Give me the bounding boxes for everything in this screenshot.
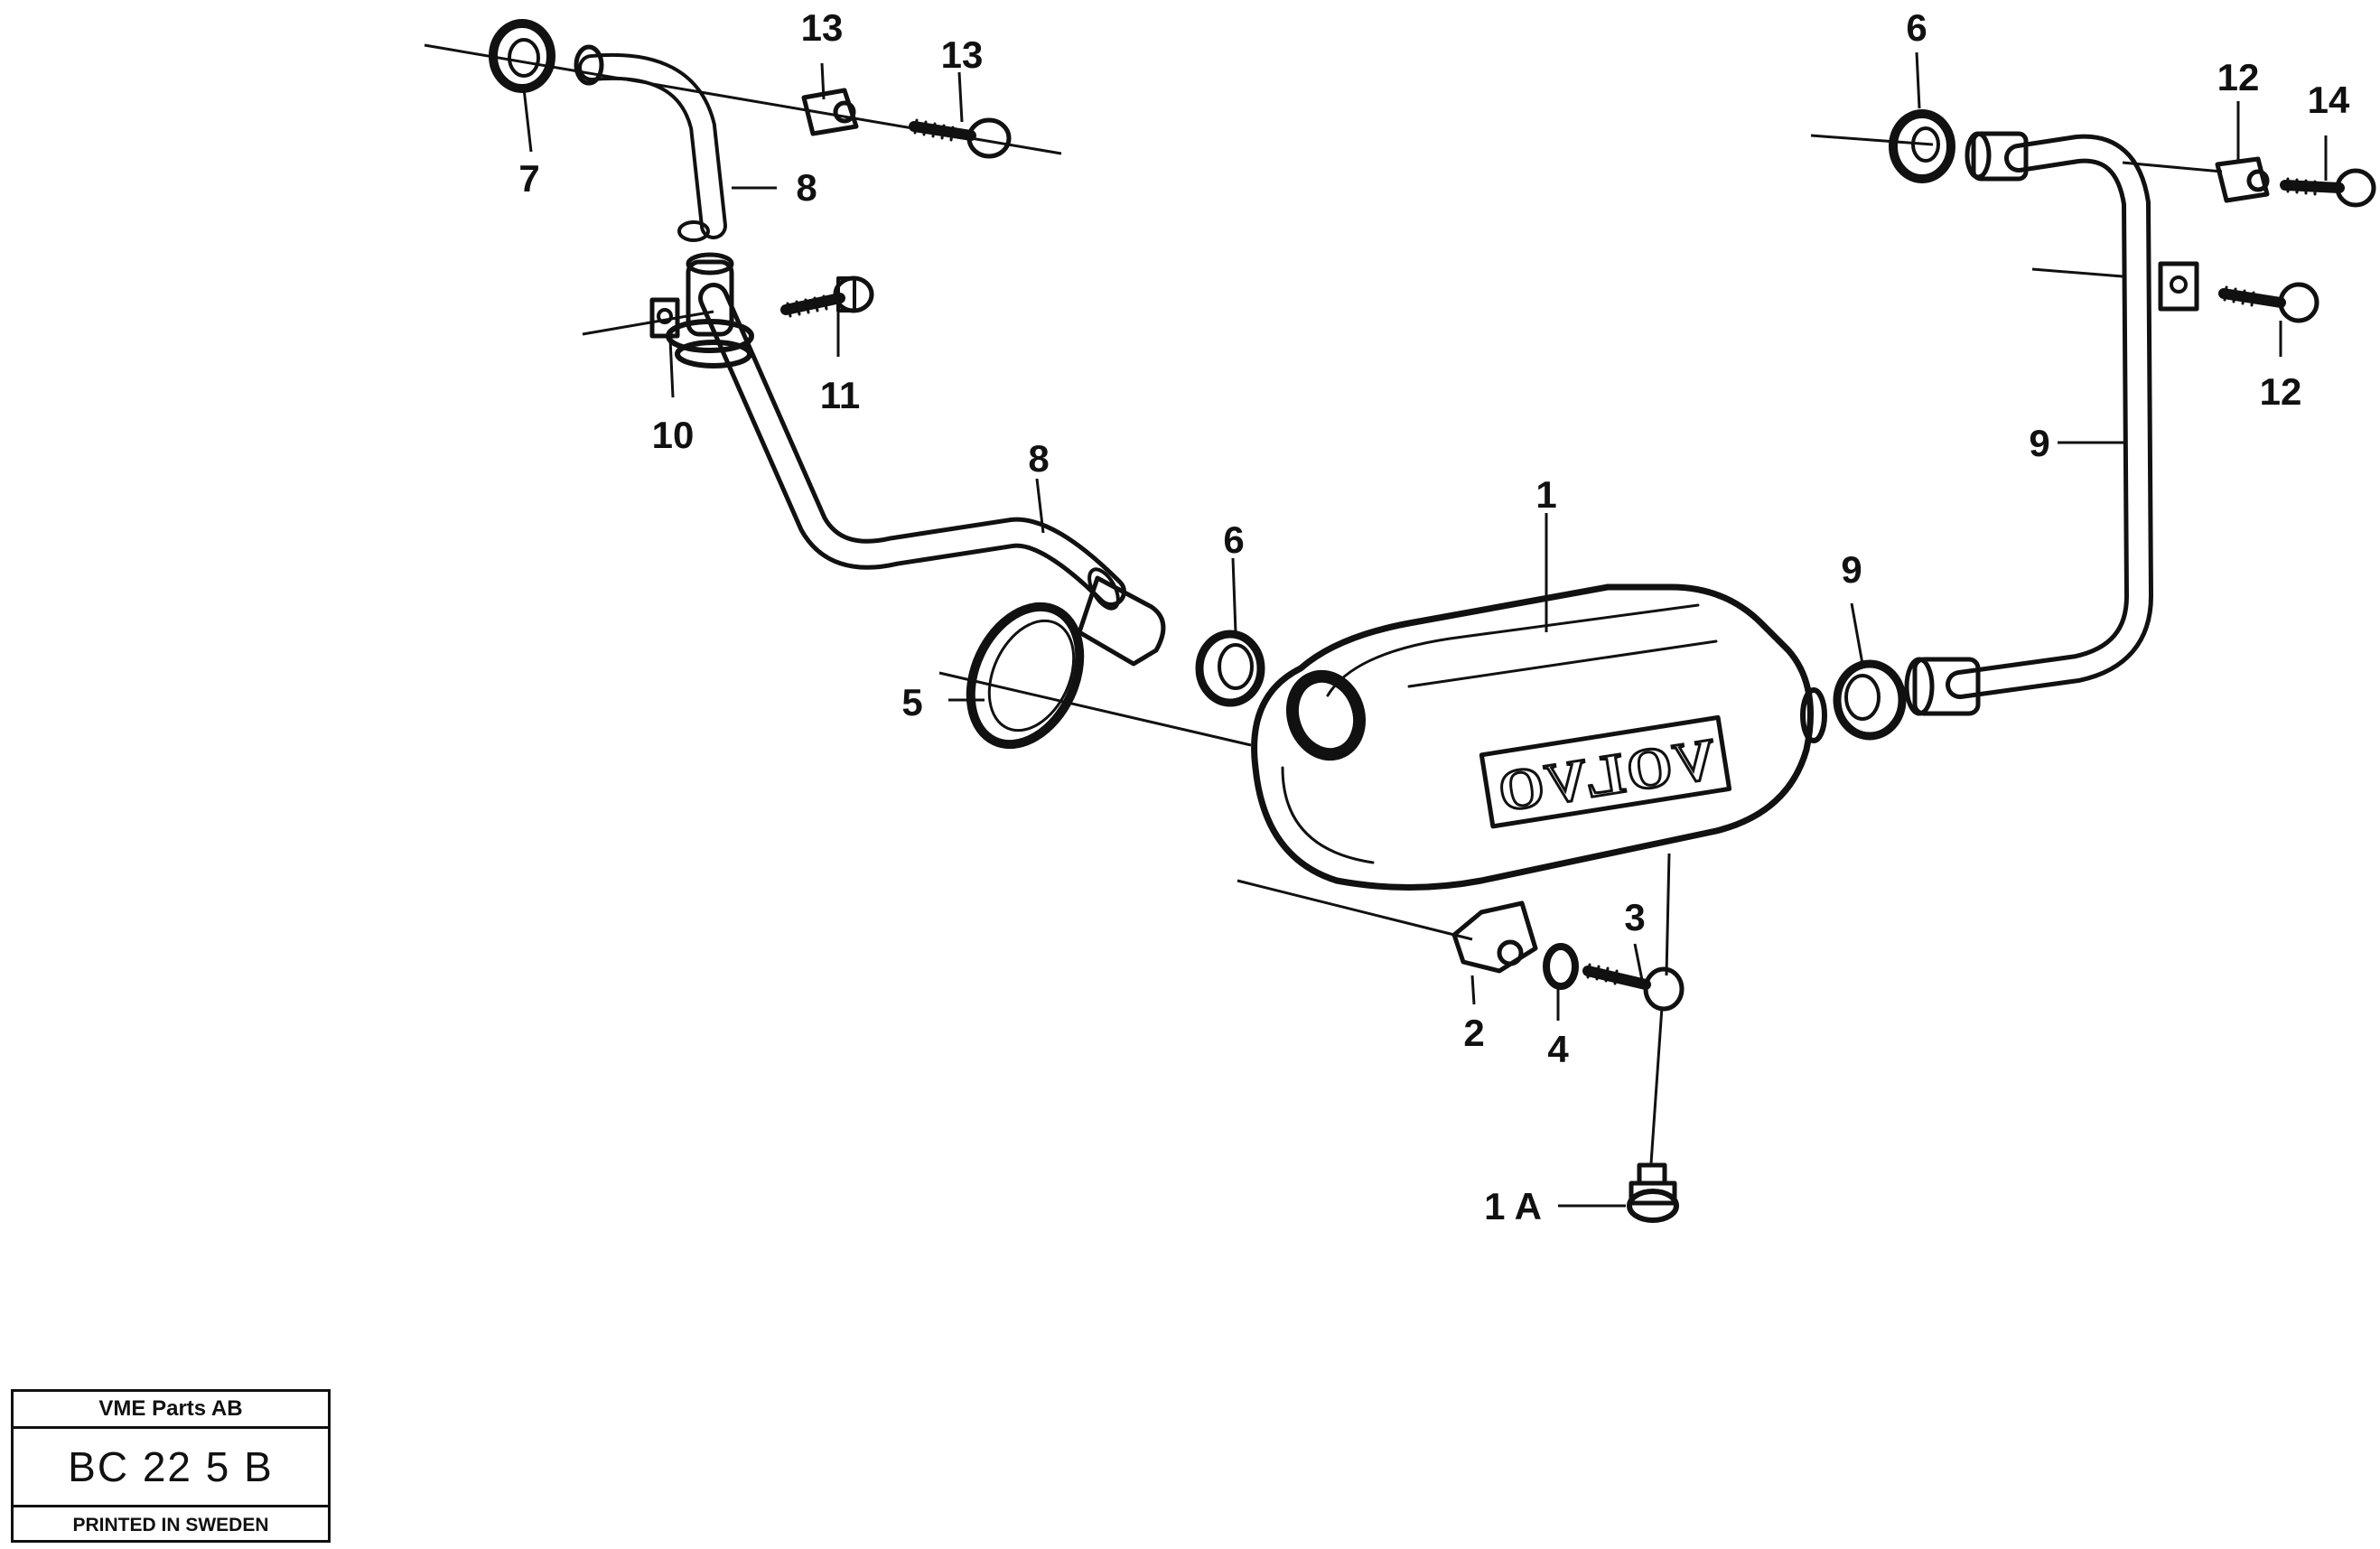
callout-11: 11 — [820, 374, 860, 416]
drain-plug-1a — [1627, 1162, 1679, 1223]
gasket-5 — [966, 602, 1085, 750]
heater-outlet-port — [1800, 687, 1827, 743]
company-name: VME Parts AB — [14, 1392, 328, 1429]
callout-12-left: 13 — [801, 6, 844, 49]
bracket-2 — [1451, 900, 1538, 974]
callout-12-right: 12 — [2217, 56, 2260, 98]
bolt-13-right — [2280, 168, 2376, 208]
callout-3: 3 — [1624, 896, 1645, 938]
callout-1: 1 — [1535, 473, 1556, 516]
bolt-13-left — [909, 117, 1012, 159]
heater-inlet-port — [1285, 669, 1367, 761]
washer-4 — [1543, 943, 1579, 990]
callout-9-right: 6 — [1906, 6, 1927, 49]
pipe-7-outline — [1946, 134, 2153, 699]
diagram-code: BC 22 5 B — [14, 1429, 328, 1507]
pipe-8-upper-end — [574, 44, 604, 86]
callout-8-upper: 8 — [796, 166, 817, 209]
callout-1a: 1 A — [1484, 1185, 1542, 1227]
connector-body — [686, 259, 734, 337]
callout-7: 9 — [2029, 422, 2049, 464]
callout-4: 4 — [1547, 1028, 1569, 1070]
callout-5: 5 — [901, 681, 922, 723]
callout-13-left: 13 — [941, 33, 984, 76]
bolt-11 — [780, 275, 874, 318]
bolt-14 — [2218, 282, 2319, 323]
clip-12-left — [801, 88, 859, 136]
volvo-logo-plate: VOLVO — [1479, 714, 1732, 829]
bracket-14 — [2158, 261, 2199, 312]
seal-6-left — [1195, 630, 1265, 707]
seal-6-right — [1833, 659, 1907, 741]
seal-9-right — [1889, 109, 1955, 183]
callout-13-right: 14 — [2308, 79, 2350, 121]
bolt-3 — [1582, 963, 1685, 1012]
title-block: VME Parts AB BC 22 5 B PRINTED IN SWEDEN — [11, 1389, 331, 1543]
callout-6-left: 6 — [1223, 518, 1244, 561]
callout-6-right: 9 — [1841, 548, 1862, 591]
callout-14: 12 — [2260, 370, 2302, 413]
callout-9-left: 7 — [518, 157, 539, 200]
callout-8-lower: 8 — [1028, 437, 1049, 480]
pipe-8-sleeve — [1077, 575, 1166, 667]
callout-2: 2 — [1463, 1012, 1484, 1054]
printed-notice: PRINTED IN SWEDEN — [72, 1515, 269, 1535]
heater-box-shell — [1251, 583, 1814, 891]
right-pipe-assembly — [1889, 109, 2376, 716]
heater-box-1: VOLVO — [1251, 583, 1827, 891]
callout-10: 10 — [652, 414, 695, 456]
leader-lines — [424, 43, 2328, 1208]
left-pipe-assembly — [489, 19, 1166, 667]
seal-9-left — [489, 19, 555, 93]
clip-12-right — [2215, 156, 2270, 203]
callout-labels: 7 13 13 8 11 10 8 6 5 1 3 2 4 1 A 6 12 1… — [518, 6, 2350, 1227]
